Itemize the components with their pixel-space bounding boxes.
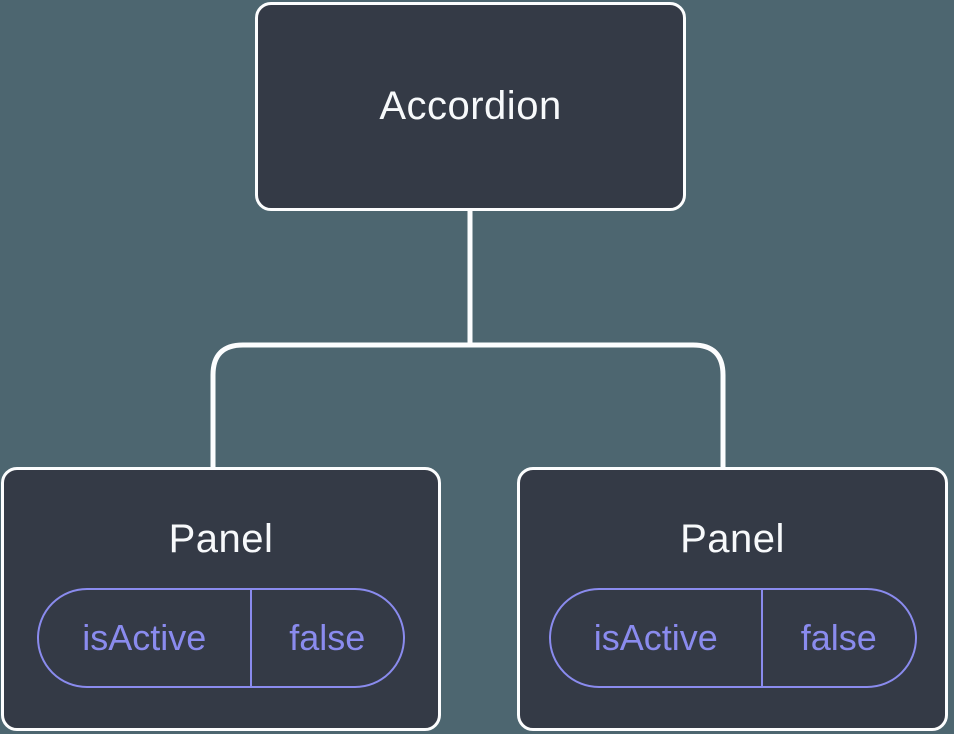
accordion-node: Accordion <box>255 2 686 211</box>
state-name-cell: isActive <box>551 590 764 686</box>
state-pill: isActive false <box>548 588 917 688</box>
panel-node-right: Panel isActive false <box>517 467 948 731</box>
state-pill: isActive false <box>37 588 405 688</box>
connector-bracket <box>210 342 726 471</box>
panel-title: Panel <box>680 517 785 561</box>
panel-title: Panel <box>168 517 274 561</box>
panel-node-left: Panel isActive false <box>1 467 441 731</box>
state-name-cell: isActive <box>39 590 252 686</box>
state-value-cell: false <box>800 617 877 658</box>
state-value-cell: false <box>289 617 366 658</box>
accordion-label: Accordion <box>379 84 562 128</box>
